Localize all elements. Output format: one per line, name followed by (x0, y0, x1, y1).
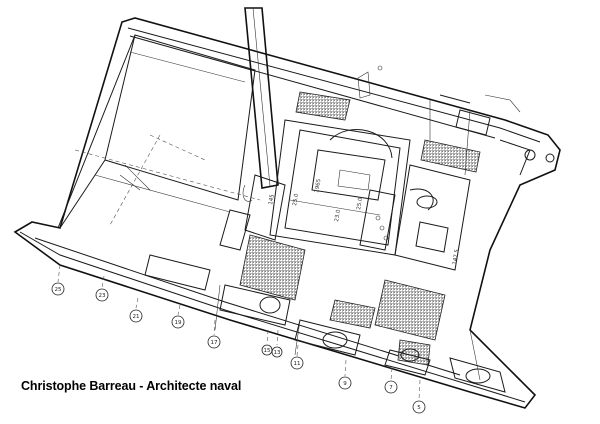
dimension-label: 147.5 (452, 248, 461, 265)
frame-marker: 25 (51, 264, 65, 296)
frame-marker: 19 (171, 304, 185, 329)
svg-text:5: 5 (417, 405, 421, 411)
frame-marker: 9 (338, 359, 352, 390)
hatched-deck-panels (239, 91, 481, 366)
svg-text:25: 25 (55, 287, 62, 293)
frame-marker: 15 (261, 329, 273, 356)
frame-marker: 17 (207, 319, 221, 349)
frame-marker: 7 (384, 367, 398, 394)
hull-outline (13, 17, 561, 409)
svg-text:11: 11 (294, 361, 301, 367)
svg-text:23: 23 (99, 293, 106, 299)
mast (244, 7, 279, 189)
frame-marker: 13 (271, 329, 283, 358)
designer-credit: Christophe Barreau - Architecte naval (21, 379, 242, 393)
svg-text:9: 9 (343, 381, 347, 387)
dimension-label: 145 (268, 193, 276, 205)
frame-marker: 23 (95, 275, 109, 302)
svg-text:21: 21 (133, 314, 140, 320)
frame-marker: 11 (290, 344, 304, 370)
dimension-label: 25.0 (292, 193, 300, 207)
svg-text:15: 15 (264, 348, 271, 354)
frame-stations: 25 23 21 19 17 15 13 11 9 7 5 (51, 264, 426, 414)
trampoline-area (57, 34, 261, 229)
starboard-hull-interior (359, 94, 531, 271)
svg-text:13: 13 (274, 350, 281, 356)
deck-hardware (214, 65, 555, 381)
port-hull-interior (144, 254, 506, 393)
frame-marker: 5 (412, 379, 426, 414)
dimension-labels: 1965 25.0 23.0 145 25.0 147.5 (268, 178, 461, 265)
frame-marker: 21 (129, 297, 143, 323)
svg-text:19: 19 (175, 320, 182, 326)
svg-text:17: 17 (211, 340, 218, 346)
svg-text:7: 7 (389, 385, 393, 391)
dimension-label: 25.0 (356, 197, 364, 211)
dimension-label: 1965 (314, 178, 322, 193)
dimension-label: 23.0 (334, 209, 342, 223)
